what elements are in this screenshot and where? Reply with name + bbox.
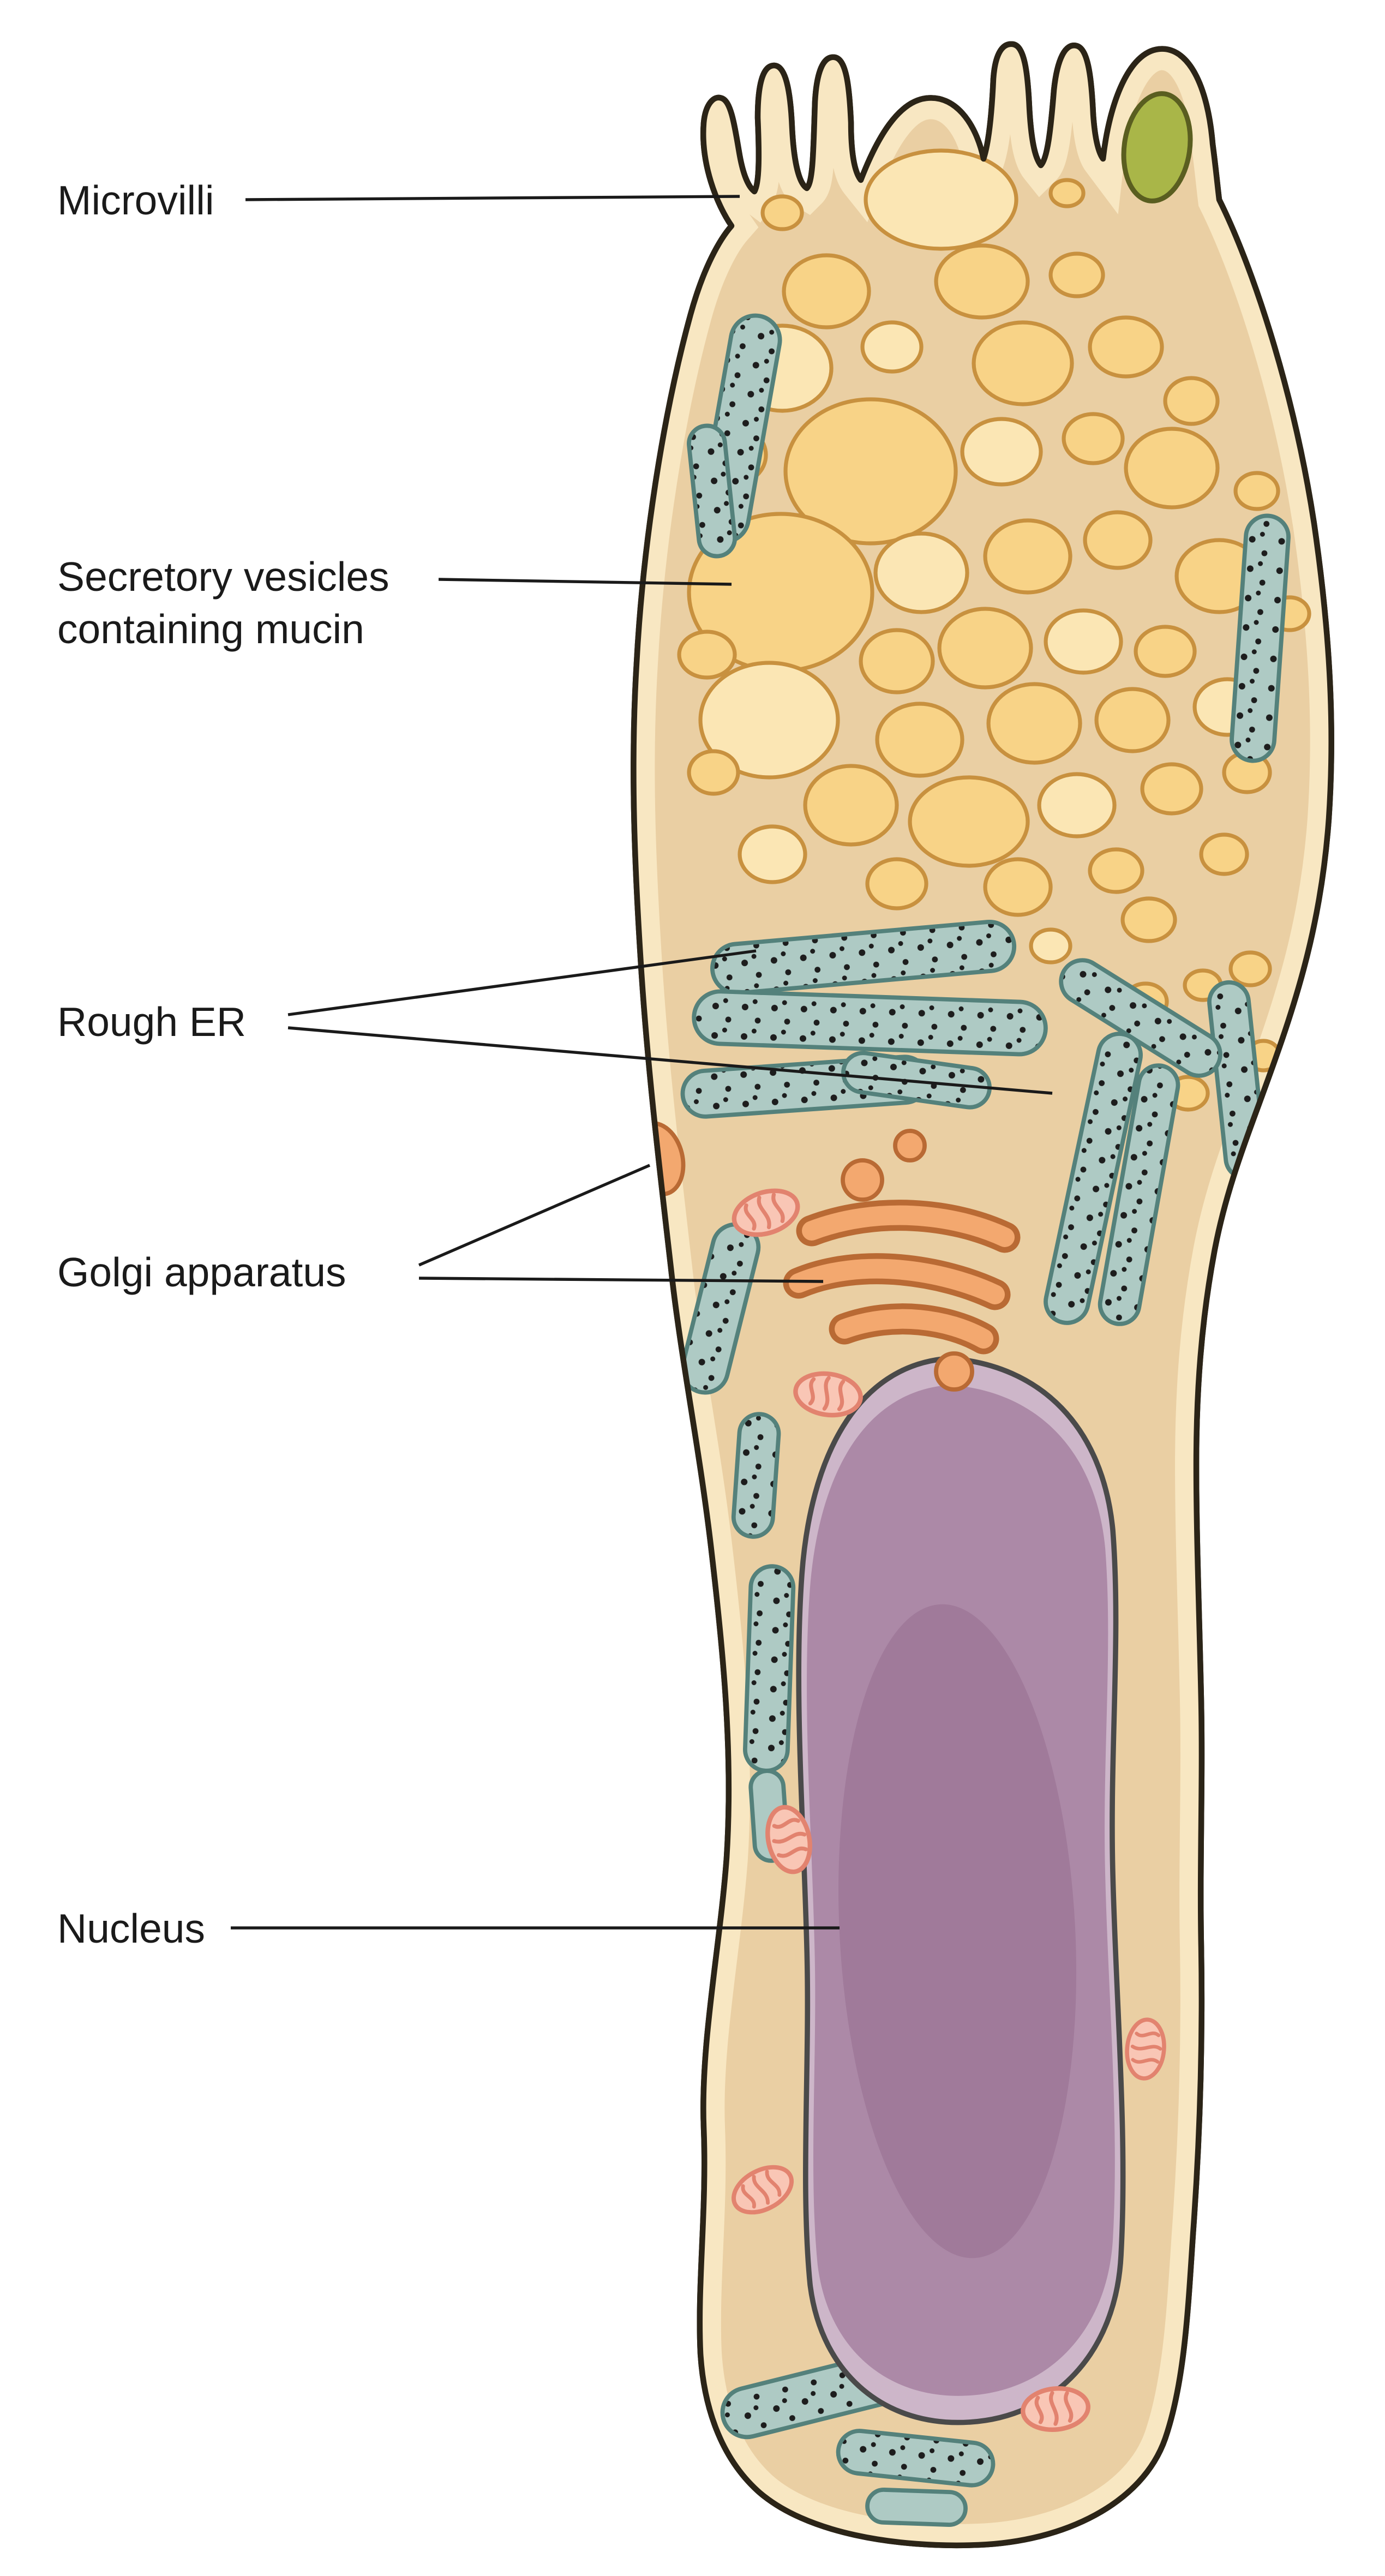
labels: Microvilli Secretory vesicles containing… (57, 177, 389, 1951)
nucleus-shape (799, 1358, 1123, 2423)
green-vesicle (1121, 91, 1193, 203)
label-rough-er: Rough ER (57, 999, 246, 1045)
organelles (633, 91, 1311, 2527)
rough-er-group (680, 313, 1291, 2527)
leader-lines (231, 195, 1053, 1930)
label-nucleus: Nucleus (57, 1906, 205, 1951)
label-secretory-vesicles-line2: containing mucin (57, 606, 364, 652)
label-golgi-apparatus: Golgi apparatus (57, 1249, 346, 1295)
label-secretory-vesicles-line1: Secretory vesicles (57, 554, 389, 600)
label-microvilli: Microvilli (57, 177, 214, 223)
